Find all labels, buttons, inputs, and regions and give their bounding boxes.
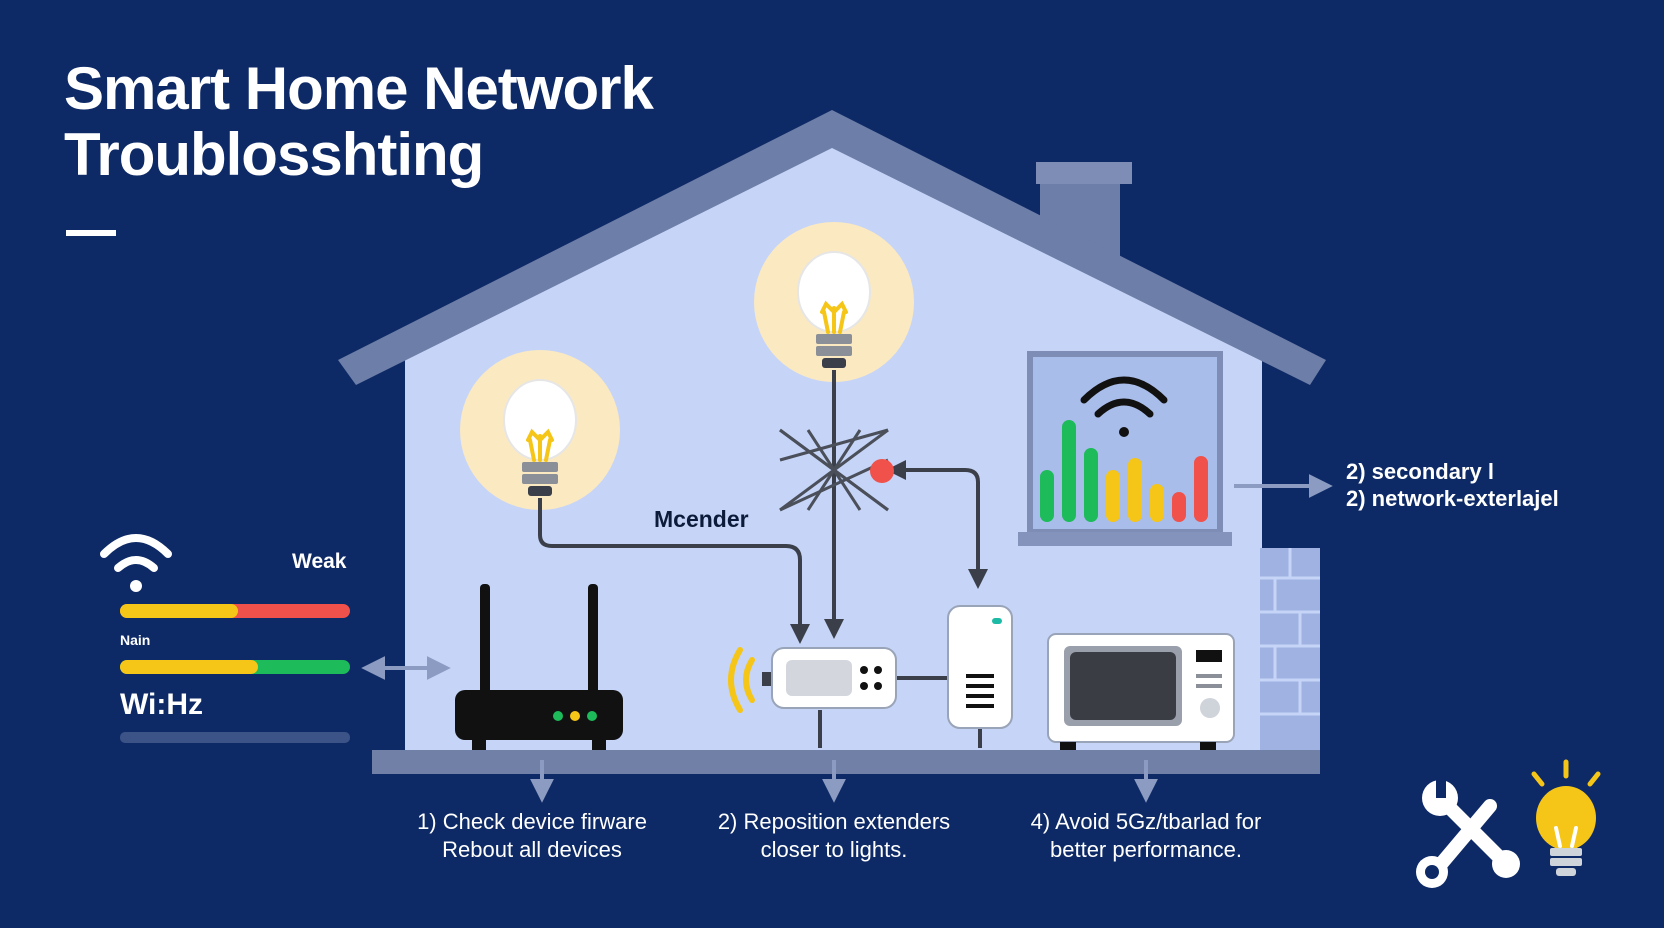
wifi-icon [1080, 376, 1168, 437]
step-1: 1) Check device firware Rebout all devic… [382, 808, 682, 864]
signal-panel [100, 534, 350, 743]
extender-label: Mcender [654, 506, 749, 532]
band-signal-bar [120, 732, 350, 743]
extender-icon[interactable] [728, 647, 897, 713]
step-3-line-2: better performance. [1050, 837, 1242, 862]
powerline-adapter-icon[interactable] [947, 605, 1013, 729]
wires [538, 370, 988, 748]
side-note-line-1: 2) secondary l [1346, 459, 1494, 484]
step-1-line-1: 1) Check device firware [417, 809, 647, 834]
step-2-line-1: 2) Reposition extenders [717, 809, 951, 834]
wifi-icon [100, 534, 172, 592]
tools-icon [1416, 759, 1601, 888]
step-3-line-1: 4) Avoid 5Gz/tbarlad for [1030, 809, 1262, 834]
router-icon[interactable] [455, 584, 623, 750]
step-2: 2) Reposition extenders closer to lights… [684, 808, 984, 864]
step-2-line-2: closer to lights. [760, 837, 908, 862]
weak-signal-label: Weak [292, 550, 347, 573]
title-line-2: Troublosshting [64, 121, 484, 188]
side-note-line-2: 2) network-exterlajel [1346, 486, 1559, 511]
wrench-icon [1429, 799, 1509, 877]
step-3: 4) Avoid 5Gz/tbarlad for better performa… [996, 808, 1296, 864]
band-label: Wi:Hz [120, 688, 204, 721]
side-note: 2) secondary l 2) network-exterlajel [1346, 458, 1559, 512]
connector-arrows [361, 474, 1333, 803]
page-title: Smart Home Network Troublosshting [64, 55, 654, 188]
microwave-icon[interactable] [1047, 633, 1235, 750]
title-underline [66, 230, 116, 236]
mesh-lattice [779, 428, 889, 512]
connection-node[interactable] [870, 459, 894, 483]
window-signal-chart [1018, 351, 1232, 546]
step-1-line-2: Rebout all devices [442, 837, 622, 862]
light-bulb-left[interactable] [460, 350, 620, 510]
brick-wall [1260, 548, 1320, 755]
signal-bars [1040, 420, 1208, 522]
title-line-1: Smart Home Network [64, 55, 654, 122]
floor-slab [372, 750, 1320, 774]
light-bulb-icon [1531, 759, 1601, 876]
chimney-cap [1036, 162, 1132, 184]
main-signal-label: Nain [120, 632, 151, 648]
light-bulb-top[interactable] [754, 222, 914, 382]
